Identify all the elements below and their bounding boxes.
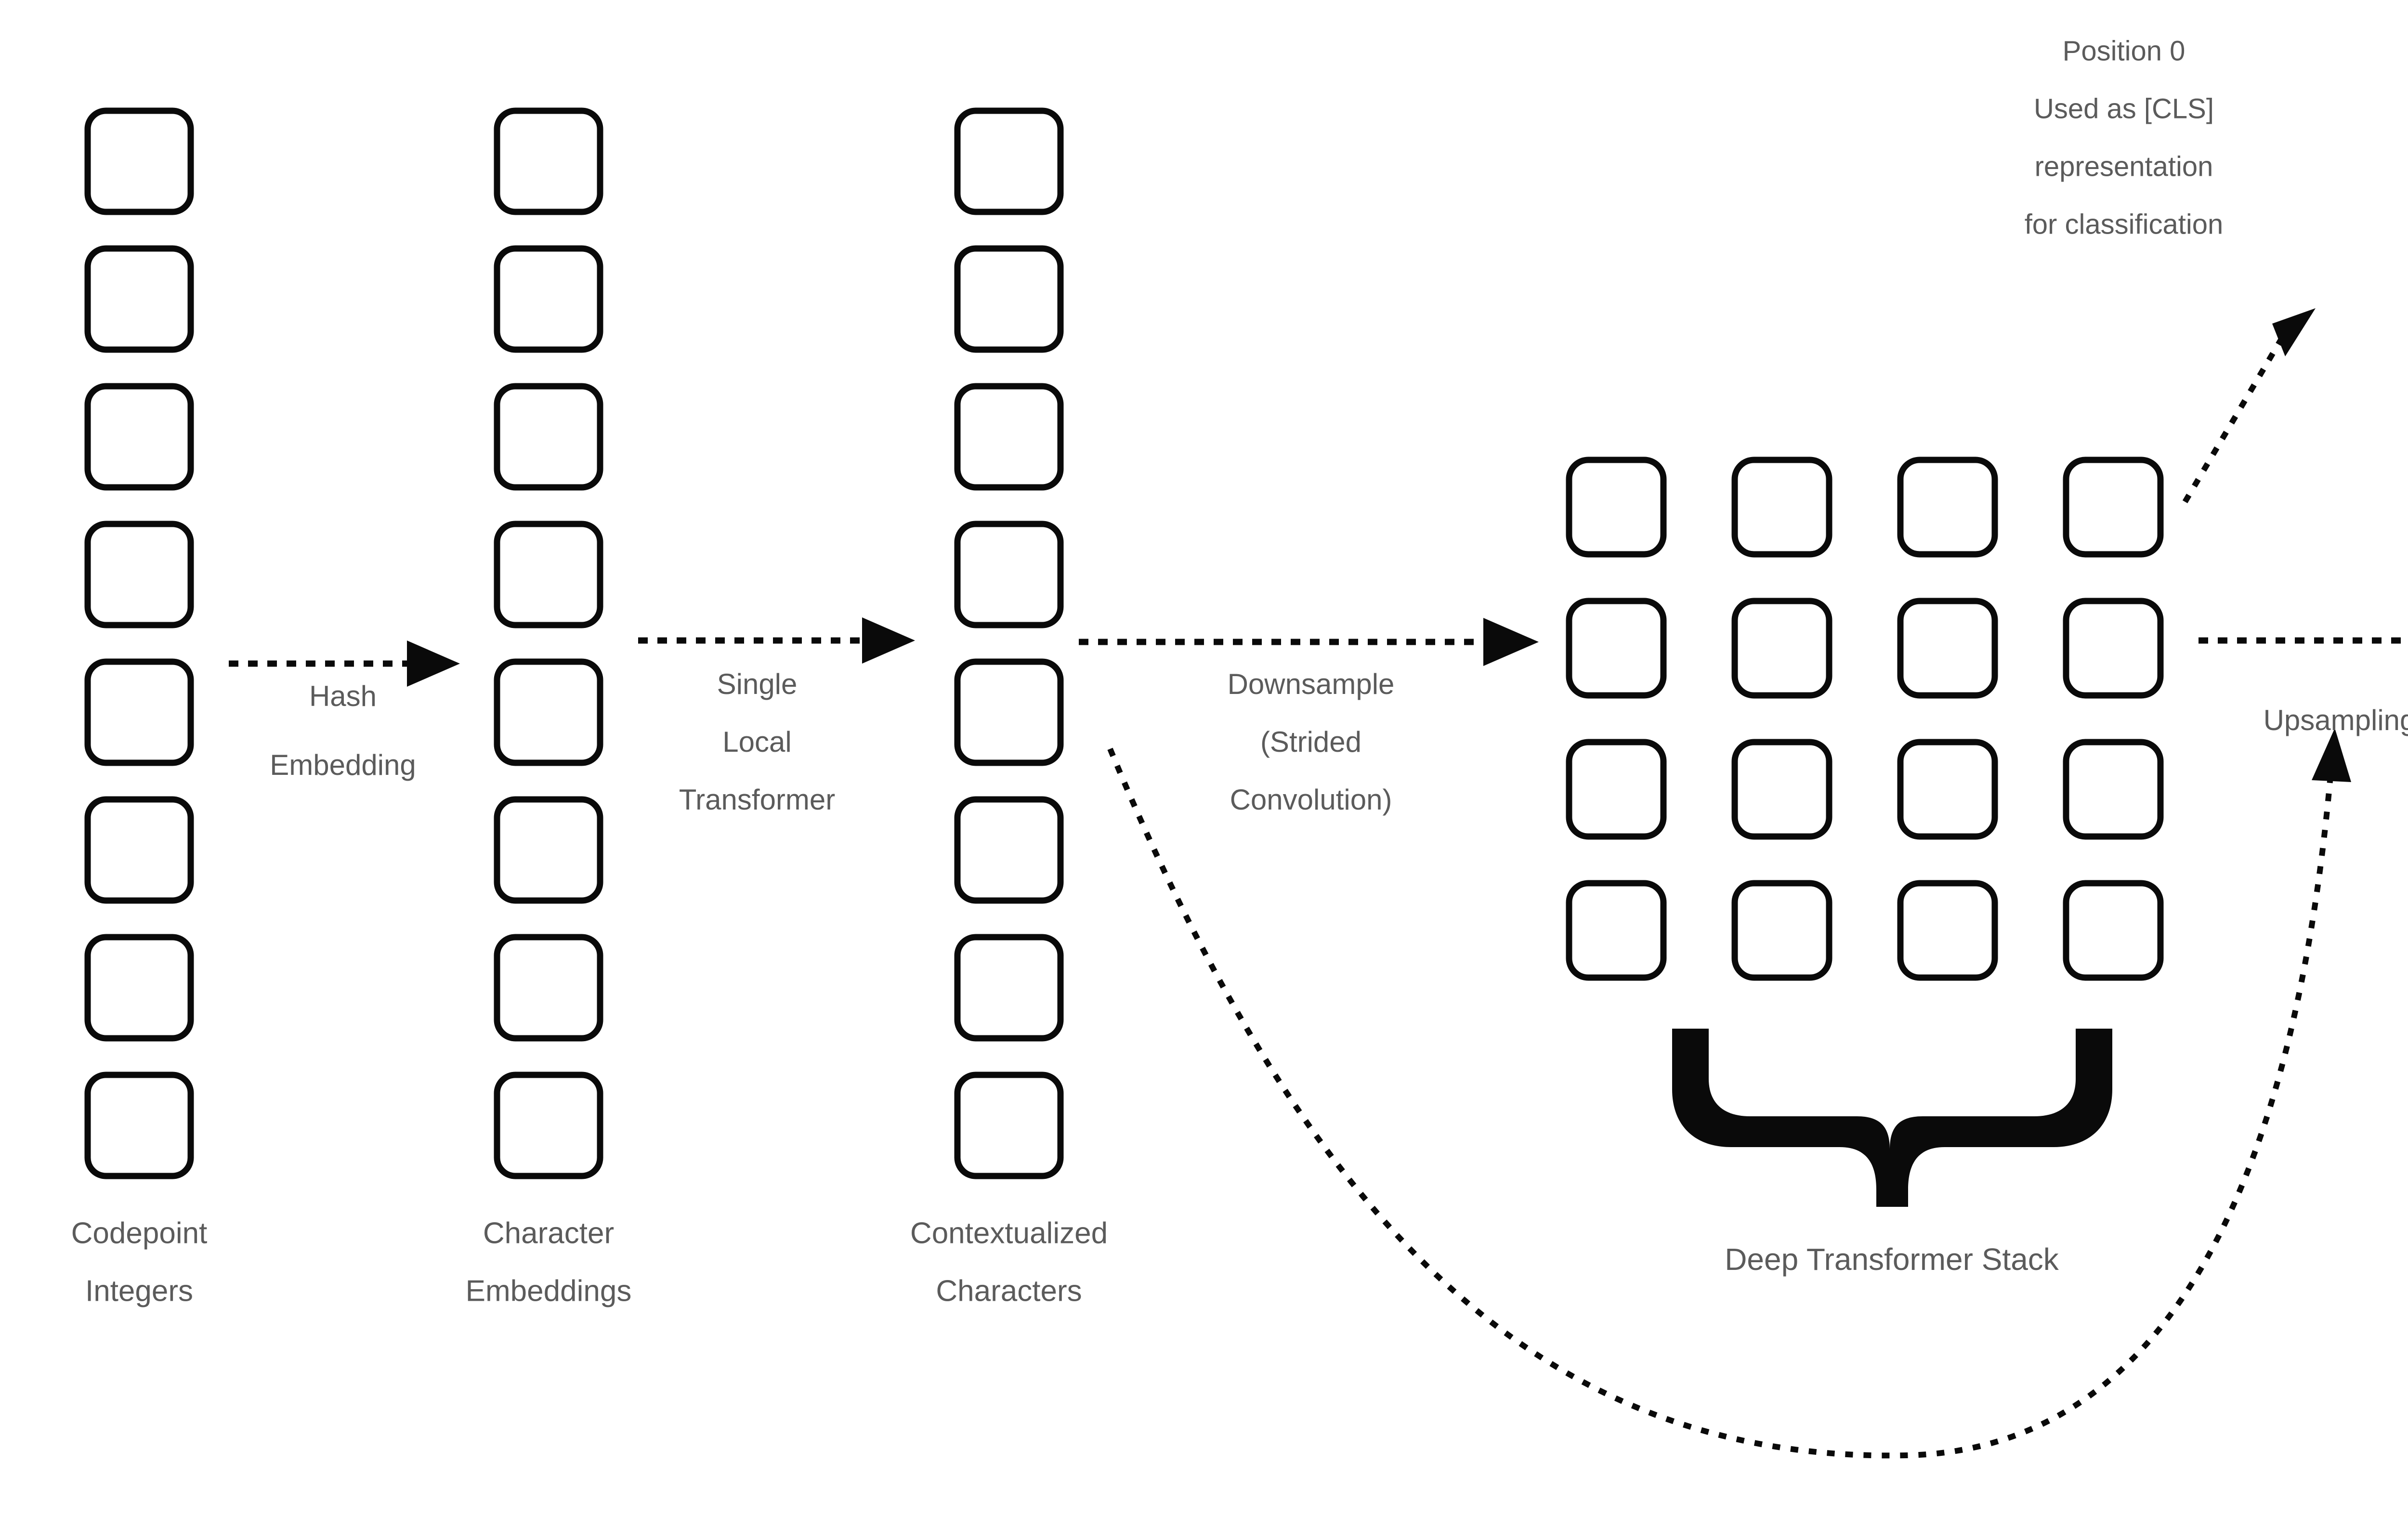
- cell-box[interactable]: [84, 107, 194, 215]
- cell-box[interactable]: [2063, 457, 2164, 558]
- cell-box[interactable]: [1897, 739, 1998, 840]
- cell-box[interactable]: [2063, 880, 2164, 981]
- arrow-label-single-local-transformer-line1: Single: [717, 668, 798, 700]
- skip-curve-shaft: [1107, 747, 2334, 1459]
- cell-box[interactable]: [84, 521, 194, 628]
- cell-box[interactable]: [2063, 598, 2164, 699]
- cell-box[interactable]: [954, 245, 1064, 353]
- cell-box[interactable]: [494, 658, 603, 766]
- cls-note-line4: for classification: [2025, 209, 2224, 240]
- cell-box[interactable]: [1731, 739, 1832, 840]
- cell-box[interactable]: [84, 1072, 194, 1179]
- arrow-label-downsample-line1: Downsample: [1228, 668, 1395, 700]
- cell-box[interactable]: [954, 658, 1064, 766]
- arrow-head-icon: [407, 640, 460, 687]
- column-character-embeddings: Character Embeddings: [466, 107, 632, 1307]
- cls-callout: Position 0 Used as [CLS] representation …: [2025, 35, 2316, 504]
- arrow-head-icon: [1483, 618, 1539, 666]
- column-label-codepoint-integers-line2: Integers: [85, 1274, 193, 1307]
- cell-box[interactable]: [2063, 739, 2164, 840]
- cell-box[interactable]: [494, 383, 603, 491]
- cell-box[interactable]: [494, 1072, 603, 1179]
- cell-box[interactable]: [84, 245, 194, 353]
- arrow-label-hash-embedding-line1: Hash: [309, 680, 377, 712]
- cell-box[interactable]: [1731, 598, 1832, 699]
- cell-box[interactable]: [84, 658, 194, 766]
- column-label-contextualized-characters-line2: Characters: [936, 1274, 1082, 1307]
- cell-box[interactable]: [494, 245, 603, 353]
- column-contextualized-characters: Contextualized Characters: [910, 107, 1108, 1307]
- cell-box[interactable]: [1731, 457, 1832, 558]
- skip-arrow-head-icon: [2312, 728, 2351, 782]
- cls-arrow-shaft: [2182, 318, 2295, 504]
- cell-box[interactable]: [954, 521, 1064, 628]
- cls-note-line1: Position 0: [2063, 35, 2186, 66]
- cell-box[interactable]: [1897, 880, 1998, 981]
- cell-box[interactable]: [954, 383, 1064, 491]
- cell-box[interactable]: [954, 796, 1064, 904]
- column-label-codepoint-integers-line1: Codepoint: [71, 1216, 208, 1250]
- curly-brace-icon: [1672, 1029, 2112, 1207]
- cell-box[interactable]: [84, 934, 194, 1042]
- arrow-label-upsampling: Upsampling: [2264, 704, 2408, 736]
- cell-box[interactable]: [1897, 457, 1998, 558]
- arrow-label-downsample-line2: (Strided: [1260, 726, 1361, 758]
- arrow-head-icon: [862, 617, 915, 664]
- arrow-label-single-local-transformer-line2: Local: [722, 726, 791, 758]
- cell-box[interactable]: [494, 521, 603, 628]
- column-label-character-embeddings-line1: Character: [483, 1216, 614, 1250]
- arrow-downsample-strided-convolution: Downsample (Strided Convolution): [1079, 618, 1539, 816]
- arrow-label-single-local-transformer-line3: Transformer: [679, 784, 836, 816]
- cell-box[interactable]: [1566, 598, 1667, 699]
- cell-box[interactable]: [84, 796, 194, 904]
- arrow-single-local-transformer: Single Local Transformer: [638, 617, 915, 816]
- cls-note-line2: Used as [CLS]: [2034, 93, 2214, 124]
- cell-box[interactable]: [954, 107, 1064, 215]
- cell-box[interactable]: [1731, 880, 1832, 981]
- cell-box[interactable]: [494, 796, 603, 904]
- cls-note-line3: representation: [2035, 151, 2213, 182]
- cell-box[interactable]: [494, 934, 603, 1042]
- cls-arrow-head-icon: [2272, 308, 2316, 356]
- cell-box[interactable]: [1897, 598, 1998, 699]
- column-label-character-embeddings-line2: Embeddings: [466, 1274, 632, 1307]
- cell-box[interactable]: [1566, 880, 1667, 981]
- cell-box[interactable]: [954, 1072, 1064, 1179]
- arrow-upsampling: Upsampling: [2199, 637, 2408, 736]
- cell-box[interactable]: [1566, 739, 1667, 840]
- cell-box[interactable]: [954, 934, 1064, 1042]
- cell-box[interactable]: [494, 107, 603, 215]
- arrow-label-downsample-line3: Convolution): [1230, 784, 1392, 816]
- stack-label: Deep Transformer Stack: [1725, 1242, 2059, 1277]
- cell-box[interactable]: [1566, 457, 1667, 558]
- column-label-contextualized-characters-line1: Contextualized: [910, 1216, 1108, 1250]
- deep-transformer-stack: Deep Transformer Stack: [1566, 457, 2164, 1277]
- cell-box[interactable]: [84, 383, 194, 491]
- arrow-residual-skip-connection: [1107, 728, 2351, 1459]
- arrow-label-hash-embedding-line2: Embedding: [270, 749, 416, 781]
- arrow-hash-embedding: Hash Embedding: [229, 640, 460, 781]
- column-codepoint-integers: Codepoint Integers: [71, 107, 208, 1307]
